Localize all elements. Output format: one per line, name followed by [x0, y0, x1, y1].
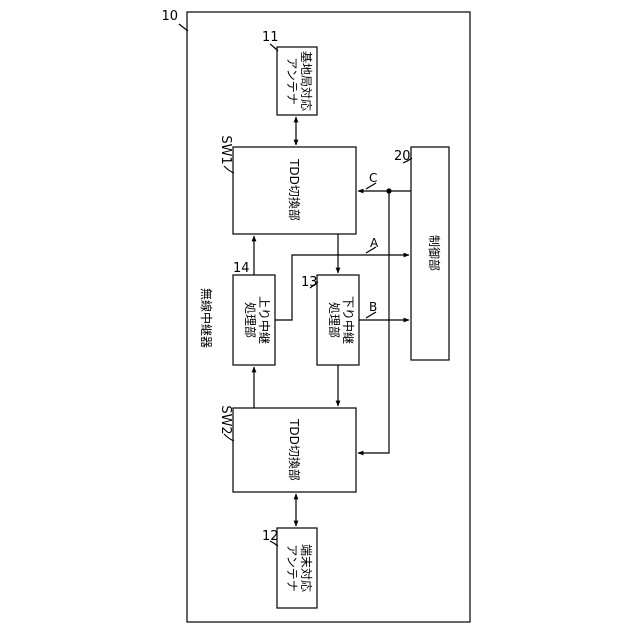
downlink-relay-ref: 13 — [301, 275, 318, 290]
device-label: 無線中継器 — [199, 288, 214, 348]
base-station-antenna-ref: 11 — [262, 30, 279, 45]
tdd-switch-upper-ref: SW1 — [218, 135, 233, 164]
uplink-relay-label-line1: 上り中継 — [257, 296, 272, 344]
tdd-switch-lower-label: TDD切換部 — [287, 418, 302, 481]
controller-ref: 20 — [394, 149, 411, 164]
base-station-antenna-label-line2: アンテナ — [285, 57, 299, 105]
uplink-relay-label-line2: 処理部 — [243, 302, 258, 338]
uplink-relay-ref: 14 — [233, 261, 250, 276]
controller-label: 制御部 — [427, 235, 442, 271]
device-ref: 10 — [161, 9, 178, 24]
downlink-relay-label-line1: 下り中継 — [341, 296, 356, 344]
terminal-antenna-label-line1: 端末対応 — [299, 544, 313, 592]
tdd-switch-upper-label: TDD切換部 — [287, 158, 302, 221]
signal-c-label: C — [369, 171, 377, 185]
terminal-antenna-label-line2: アンテナ — [285, 544, 299, 592]
signal-c-junction-dot — [386, 188, 391, 193]
signal-b-label: B — [369, 300, 377, 314]
downlink-relay-label-line2: 処理部 — [327, 302, 342, 338]
tdd-switch-lower-ref: SW2 — [218, 405, 233, 434]
base-station-antenna-label-line1: 基地局対応 — [299, 51, 313, 111]
